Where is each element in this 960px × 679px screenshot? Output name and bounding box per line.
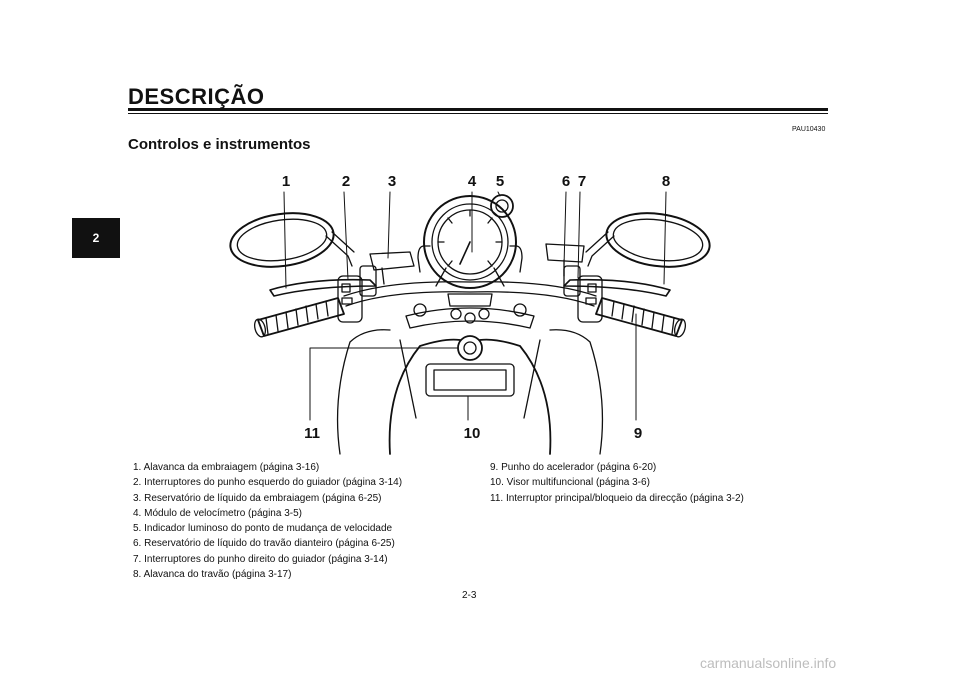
header-rule-thin (128, 113, 828, 114)
legend-left: 1. Alavanca da embraiagem (página 3-16) … (133, 460, 453, 582)
fuel-tank (336, 329, 604, 455)
main-switch (457, 335, 483, 361)
right-switch-housing (563, 265, 603, 323)
speedometer-module (417, 195, 523, 289)
callout-3: 3 (387, 173, 397, 190)
triple-clamp (405, 293, 535, 329)
left-grip (253, 297, 345, 338)
callout-6: 6 (561, 173, 571, 190)
reference-code: PAU10430 (792, 126, 826, 133)
legend-item: 9. Punho do acelerador (página 6-20) (490, 462, 657, 473)
legend-item: 7. Interruptores do punho direito do gui… (133, 553, 388, 565)
page-number: 2-3 (462, 590, 477, 601)
handlebar-illustration: 1 2 3 4 5 6 7 8 9 10 11 (220, 168, 720, 456)
leader-lines (283, 191, 667, 421)
section-title: Controlos e instrumentos (128, 136, 311, 153)
legend-item: 11. Interruptor principal/bloqueio da di… (490, 492, 744, 504)
callout-2: 2 (341, 173, 351, 190)
left-mirror (229, 212, 355, 268)
callout-5: 5 (495, 173, 505, 190)
callout-10: 10 (463, 425, 481, 442)
callout-7: 7 (577, 173, 587, 190)
callout-1: 1 (281, 173, 291, 190)
multifunction-display (425, 363, 515, 397)
right-grip (595, 297, 687, 338)
handlebar-drawing (229, 191, 711, 455)
legend-right: 9. Punho do acelerador (página 6-20) 10.… (490, 460, 810, 506)
handlebar-tube (343, 281, 597, 297)
legend-item: 6. Reservatório de líquido do travão dia… (133, 538, 395, 550)
chapter-tab-label: 2 (92, 231, 100, 245)
callout-11: 11 (304, 425, 320, 442)
left-switch-housing (337, 265, 377, 323)
legend-item: 4. Módulo de velocímetro (página 3-5) (133, 507, 302, 519)
shift-indicator-light (490, 194, 514, 218)
callout-4: 4 (467, 173, 477, 190)
legend-item: 5. Indicador luminoso do ponto de mudanç… (133, 523, 393, 535)
right-mirror (585, 212, 711, 268)
page-header-title: DESCRIÇÃO (128, 84, 265, 109)
header-rule (128, 108, 828, 111)
legend-item: 3. Reservatório de líquido da embraiagem… (133, 492, 382, 504)
legend-item: 10. Visor multifuncional (página 3-6) (490, 477, 650, 489)
legend-item: 1. Alavanca da embraiagem (página 3-16) (133, 462, 320, 473)
callout-8: 8 (661, 173, 671, 190)
legend-item: 8. Alavanca do travão (página 3-17) (133, 569, 292, 581)
chapter-tab: 2 (72, 218, 120, 258)
watermark-text: carmanualsonline.info (700, 655, 837, 671)
callout-9: 9 (633, 425, 643, 442)
clutch-reservoir (369, 251, 415, 285)
legend-item: 2. Interruptores do punho esquerdo do gu… (133, 477, 403, 489)
